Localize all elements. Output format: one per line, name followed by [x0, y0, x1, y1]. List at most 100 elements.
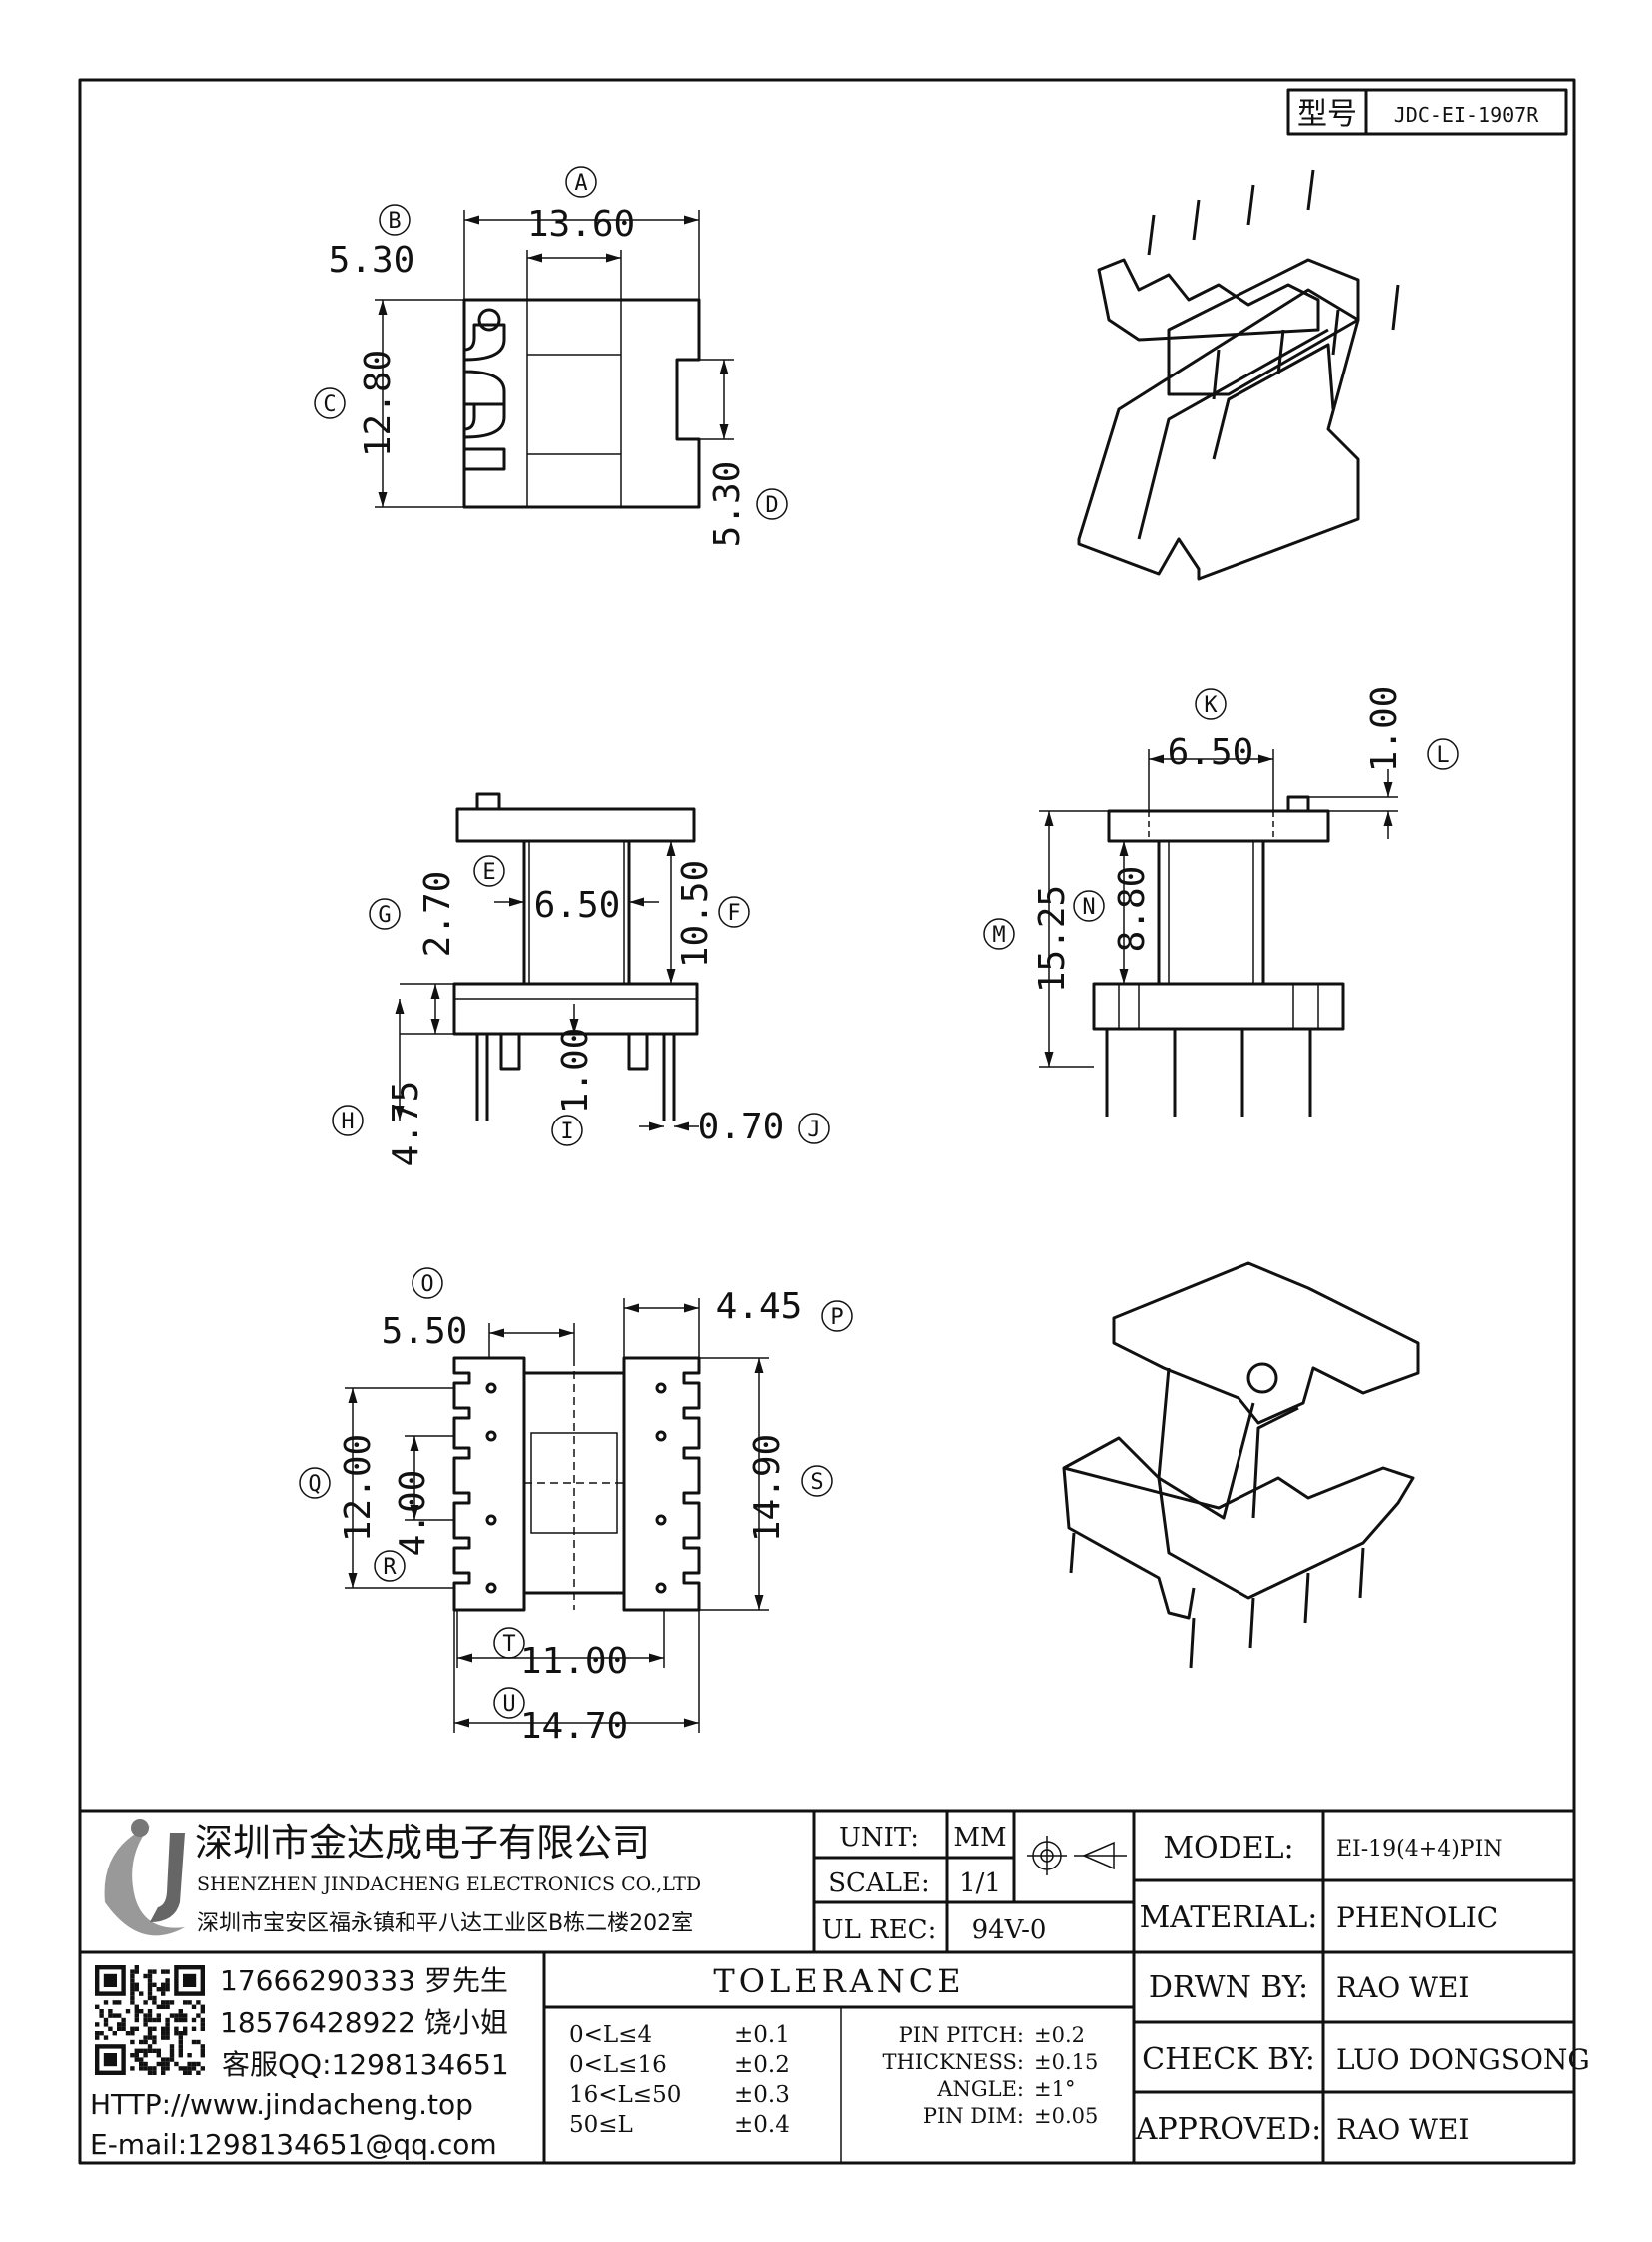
contact-phone-2: 18576428922 饶小姐	[220, 2006, 508, 2039]
tolerance-extra-value: ±0.15	[1034, 2050, 1098, 2074]
marker-j: J	[798, 1113, 830, 1144]
marker-c: C	[314, 387, 346, 419]
dimension-lines	[345, 210, 1398, 1733]
isometric-view-top	[1077, 169, 1400, 581]
company-logo	[104, 1819, 185, 1936]
contact-qq: 客服QQ:1298134651	[222, 2048, 509, 2081]
marker-o: O	[412, 1267, 443, 1299]
svg-text:D: D	[765, 493, 778, 518]
drawing-border	[78, 78, 1576, 2165]
part-number-value: JDC-EI-1907R	[1394, 103, 1539, 127]
company-name-en: SHENZHEN JINDACHENG ELECTRONICS CO.,LTD	[197, 1873, 701, 1895]
tolerance-range: 0<L≤16	[569, 2052, 667, 2078]
material-label: MATERIAL:	[1140, 1900, 1318, 1935]
projection-symbol	[1027, 1836, 1127, 1875]
isometric-view-bottom	[1062, 1261, 1420, 1669]
part-number-label: 型号	[1297, 97, 1357, 132]
svg-text:P: P	[830, 1305, 843, 1330]
model-label: MODEL:	[1163, 1831, 1293, 1866]
svg-text:Q: Q	[308, 1472, 321, 1497]
svg-text:R: R	[383, 1555, 397, 1580]
tolerance-extra-value: ±0.05	[1034, 2104, 1098, 2128]
tolerance-table: 0<L≤4±0.10<L≤16±0.216<L≤50±0.350≤L±0.4PI…	[569, 2022, 1098, 2138]
marker-d: D	[756, 488, 788, 520]
drawn-value: RAO WEI	[1336, 1971, 1469, 2004]
marker-b: B	[379, 204, 411, 236]
tolerance-value: ±0.2	[734, 2052, 790, 2078]
svg-text:C: C	[323, 392, 336, 417]
svg-text:B: B	[388, 209, 401, 234]
dim-h-value: 4.75	[386, 1081, 426, 1167]
marker-p: P	[821, 1300, 853, 1332]
ulrec-value: 94V-0	[972, 1915, 1047, 1945]
svg-text:T: T	[502, 1632, 515, 1657]
dim-u-value: 14.70	[520, 1706, 628, 1747]
dim-d-value: 5.30	[707, 461, 748, 548]
tolerance-extra-value: ±0.2	[1034, 2023, 1085, 2047]
marker-q: Q	[299, 1467, 331, 1499]
title-block-grid	[80, 1809, 1574, 2163]
marker-k: K	[1195, 688, 1227, 720]
tolerance-extra-label: ANGLE:	[936, 2077, 1024, 2101]
marker-i: I	[551, 1115, 583, 1146]
svg-text:F: F	[727, 901, 740, 926]
marker-n: N	[1073, 890, 1105, 922]
tolerance-range: 50≤L	[569, 2112, 633, 2138]
approved-label: APPROVED:	[1135, 2112, 1321, 2147]
marker-m: M	[983, 918, 1015, 950]
drawn-label: DRWN BY:	[1149, 1970, 1308, 2005]
contact-http: HTTP://www.jindacheng.top	[90, 2088, 473, 2121]
tolerance-extra-label: PIN DIM:	[923, 2104, 1024, 2128]
dim-m-value: 15.25	[1032, 885, 1073, 993]
dim-s-value: 14.90	[747, 1434, 788, 1542]
dim-g-value: 2.70	[417, 871, 458, 958]
dim-p-value: 4.45	[716, 1286, 803, 1327]
dim-j-value: 0.70	[698, 1107, 785, 1147]
dim-o-value: 5.50	[382, 1311, 468, 1352]
contact-email: E-mail:1298134651@qq.com	[90, 2128, 497, 2161]
dim-i-value: 1.00	[555, 1028, 596, 1115]
svg-text:E: E	[482, 860, 495, 885]
tolerance-value: ±0.4	[734, 2112, 790, 2138]
svg-text:H: H	[341, 1110, 354, 1134]
svg-text:K: K	[1204, 693, 1218, 718]
svg-text:O: O	[420, 1272, 433, 1297]
dim-b-value: 5.30	[329, 240, 415, 281]
marker-u: U	[493, 1687, 525, 1719]
dim-c-value: 12.80	[358, 350, 399, 457]
marker-f: F	[718, 896, 750, 928]
check-label: CHECK BY:	[1142, 2042, 1315, 2077]
dim-e-value: 6.50	[534, 885, 621, 926]
svg-text:S: S	[810, 1470, 823, 1495]
svg-text:G: G	[378, 903, 391, 928]
scale-label: SCALE:	[828, 1868, 930, 1898]
svg-text:N: N	[1082, 895, 1095, 920]
material-value: PHENOLIC	[1336, 1901, 1498, 1934]
tolerance-value: ±0.1	[734, 2022, 790, 2048]
dim-n-value: 8.80	[1112, 866, 1153, 953]
tolerance-range: 16<L≤50	[569, 2082, 681, 2108]
qr-code	[95, 1965, 205, 2075]
svg-text:M: M	[992, 923, 1005, 948]
dim-l-value: 1.00	[1364, 686, 1405, 773]
check-value: LUO DONGSONG	[1336, 2043, 1590, 2076]
svg-text:L: L	[1436, 743, 1449, 768]
marker-r: R	[374, 1550, 406, 1582]
ulrec-label: UL REC:	[822, 1915, 937, 1945]
tolerance-extra-label: PIN PITCH:	[899, 2023, 1024, 2047]
dim-k-value: 6.50	[1168, 732, 1254, 773]
model-value: EI-19(4+4)PIN	[1336, 1837, 1503, 1862]
marker-a: A	[565, 166, 597, 198]
svg-text:U: U	[502, 1692, 515, 1717]
marker-h: H	[332, 1105, 364, 1136]
company-address: 深圳市宝安区福永镇和平八达工业区B栋二楼202室	[197, 1911, 693, 1936]
dim-a-value: 13.60	[527, 204, 635, 245]
marker-t: T	[493, 1627, 525, 1659]
side-view	[1092, 795, 1345, 1117]
company-name-cn: 深圳市金达成电子有限公司	[195, 1821, 650, 1865]
svg-text:J: J	[807, 1118, 820, 1142]
scale-value: 1/1	[959, 1868, 1001, 1898]
marker-g: G	[369, 898, 401, 930]
tolerance-title: TOLERANCE	[713, 1962, 964, 2000]
